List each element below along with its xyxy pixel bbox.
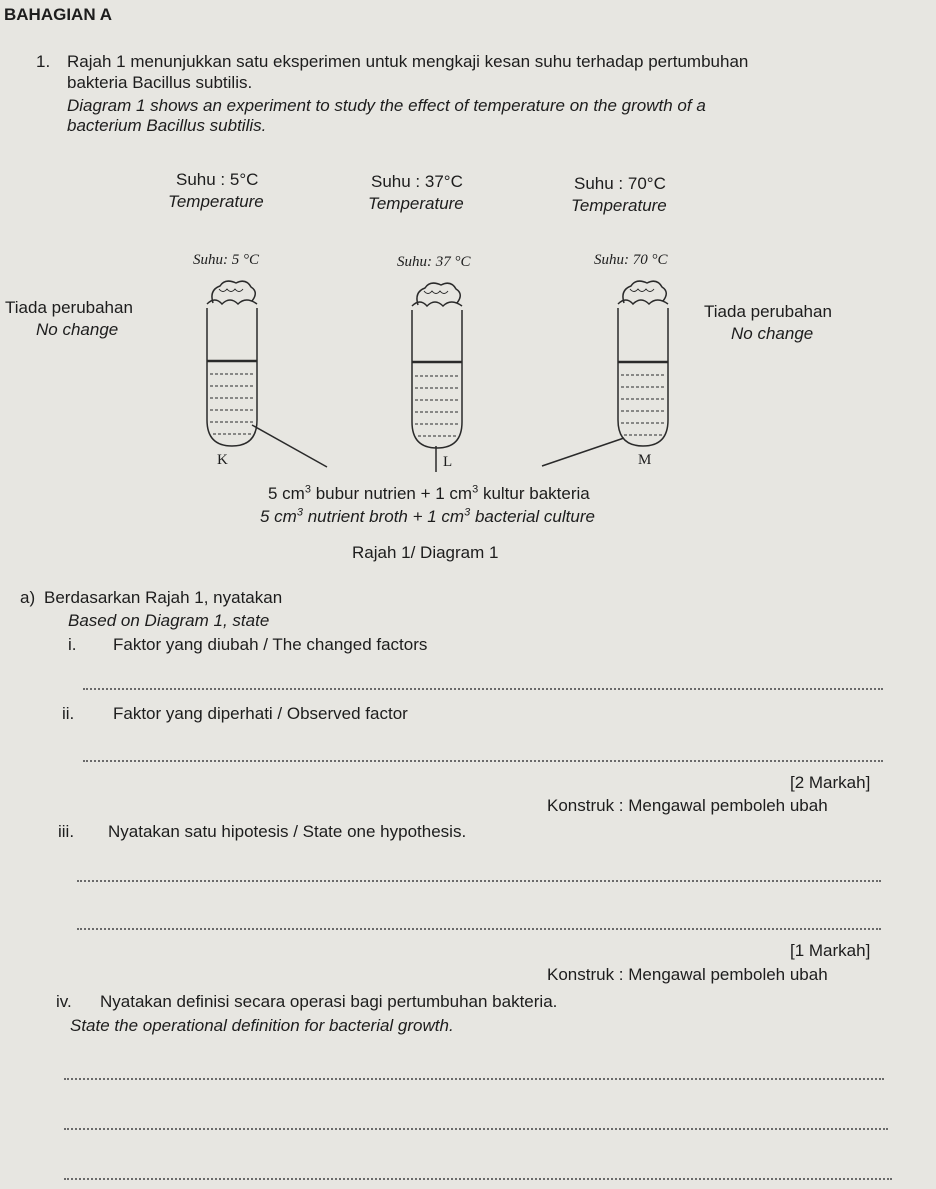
part-a-label: a) [20,588,36,607]
item-ii-text: Faktor yang diperhati / Observed factor [113,704,408,723]
temp-label-k-english: Temperature [168,192,264,211]
answer-line-iii-2[interactable] [77,928,881,930]
tube-label-k: K [217,452,228,468]
marks-2: [2 Markah] [790,773,871,792]
item-iv-number: iv. [56,992,72,1011]
question-number: 1. [36,52,51,71]
question-text-malay-1: Rajah 1 menunjukkan satu eksperimen untu… [67,52,749,71]
right-note-english: No change [731,324,814,343]
contents-english: 5 cm3 nutrient broth + 1 cm3 bacterial c… [260,506,595,526]
answer-line-iii-1[interactable] [77,880,881,882]
temp-label-l-english: Temperature [368,194,464,213]
answer-line-iv-1[interactable] [64,1078,884,1080]
temp-label-m: Suhu : 70°C [574,174,666,193]
marks-1: [1 Markah] [790,941,871,960]
item-i-text: Faktor yang diubah / The changed factors [113,635,428,654]
part-a-english: Based on Diagram 1, state [68,611,270,630]
test-tube-m [617,280,669,447]
diagram-caption: Rajah 1/ Diagram 1 [352,543,499,562]
item-iv-english: State the operational definition for bac… [70,1016,454,1035]
hand-temp-k: Suhu: 5 °C [193,252,259,268]
construct-label-2: Konstruk : Mengawal pemboleh ubah [547,965,828,984]
hand-temp-l: Suhu: 37 °C [397,254,471,270]
answer-line-i[interactable] [83,688,883,690]
answer-line-iv-3[interactable] [64,1178,892,1180]
answer-line-iv-2[interactable] [64,1128,888,1130]
item-iv-malay: Nyatakan definisi secara operasi bagi pe… [100,992,558,1011]
item-ii-number: ii. [62,704,75,723]
test-tube-l [411,282,463,449]
question-text-english-1: Diagram 1 shows an experiment to study t… [67,96,706,115]
item-i-number: i. [68,635,77,654]
temp-label-l: Suhu : 37°C [371,172,463,191]
item-iii-text: Nyatakan satu hipotesis / State one hypo… [108,822,467,841]
question-text-malay-2: bakteria Bacillus subtilis. [67,73,253,92]
section-title: BAHAGIAN A [4,5,112,24]
temp-label-k: Suhu : 5°C [176,170,259,189]
experiment-diagram [206,280,669,472]
item-iii-number: iii. [58,822,75,841]
tube-label-l: L [443,454,453,470]
construct-label-1: Konstruk : Mengawal pemboleh ubah [547,796,828,815]
question-text-english-2: bacterium Bacillus subtilis. [67,116,267,135]
tube-label-m: M [638,452,652,468]
left-note-english: No change [36,320,119,339]
test-tube-k [206,280,258,447]
answer-line-ii[interactable] [83,760,883,762]
pointer-line-m [541,437,625,467]
left-note-malay: Tiada perubahan [5,298,133,317]
hand-temp-m: Suhu: 70 °C [594,252,668,268]
part-a-malay: Berdasarkan Rajah 1, nyatakan [44,588,283,607]
temp-label-m-english: Temperature [571,196,667,215]
right-note-malay: Tiada perubahan [704,302,832,321]
contents-malay: 5 cm3 bubur nutrien + 1 cm3 kultur bakte… [268,483,590,503]
pointer-line-k [251,424,328,468]
